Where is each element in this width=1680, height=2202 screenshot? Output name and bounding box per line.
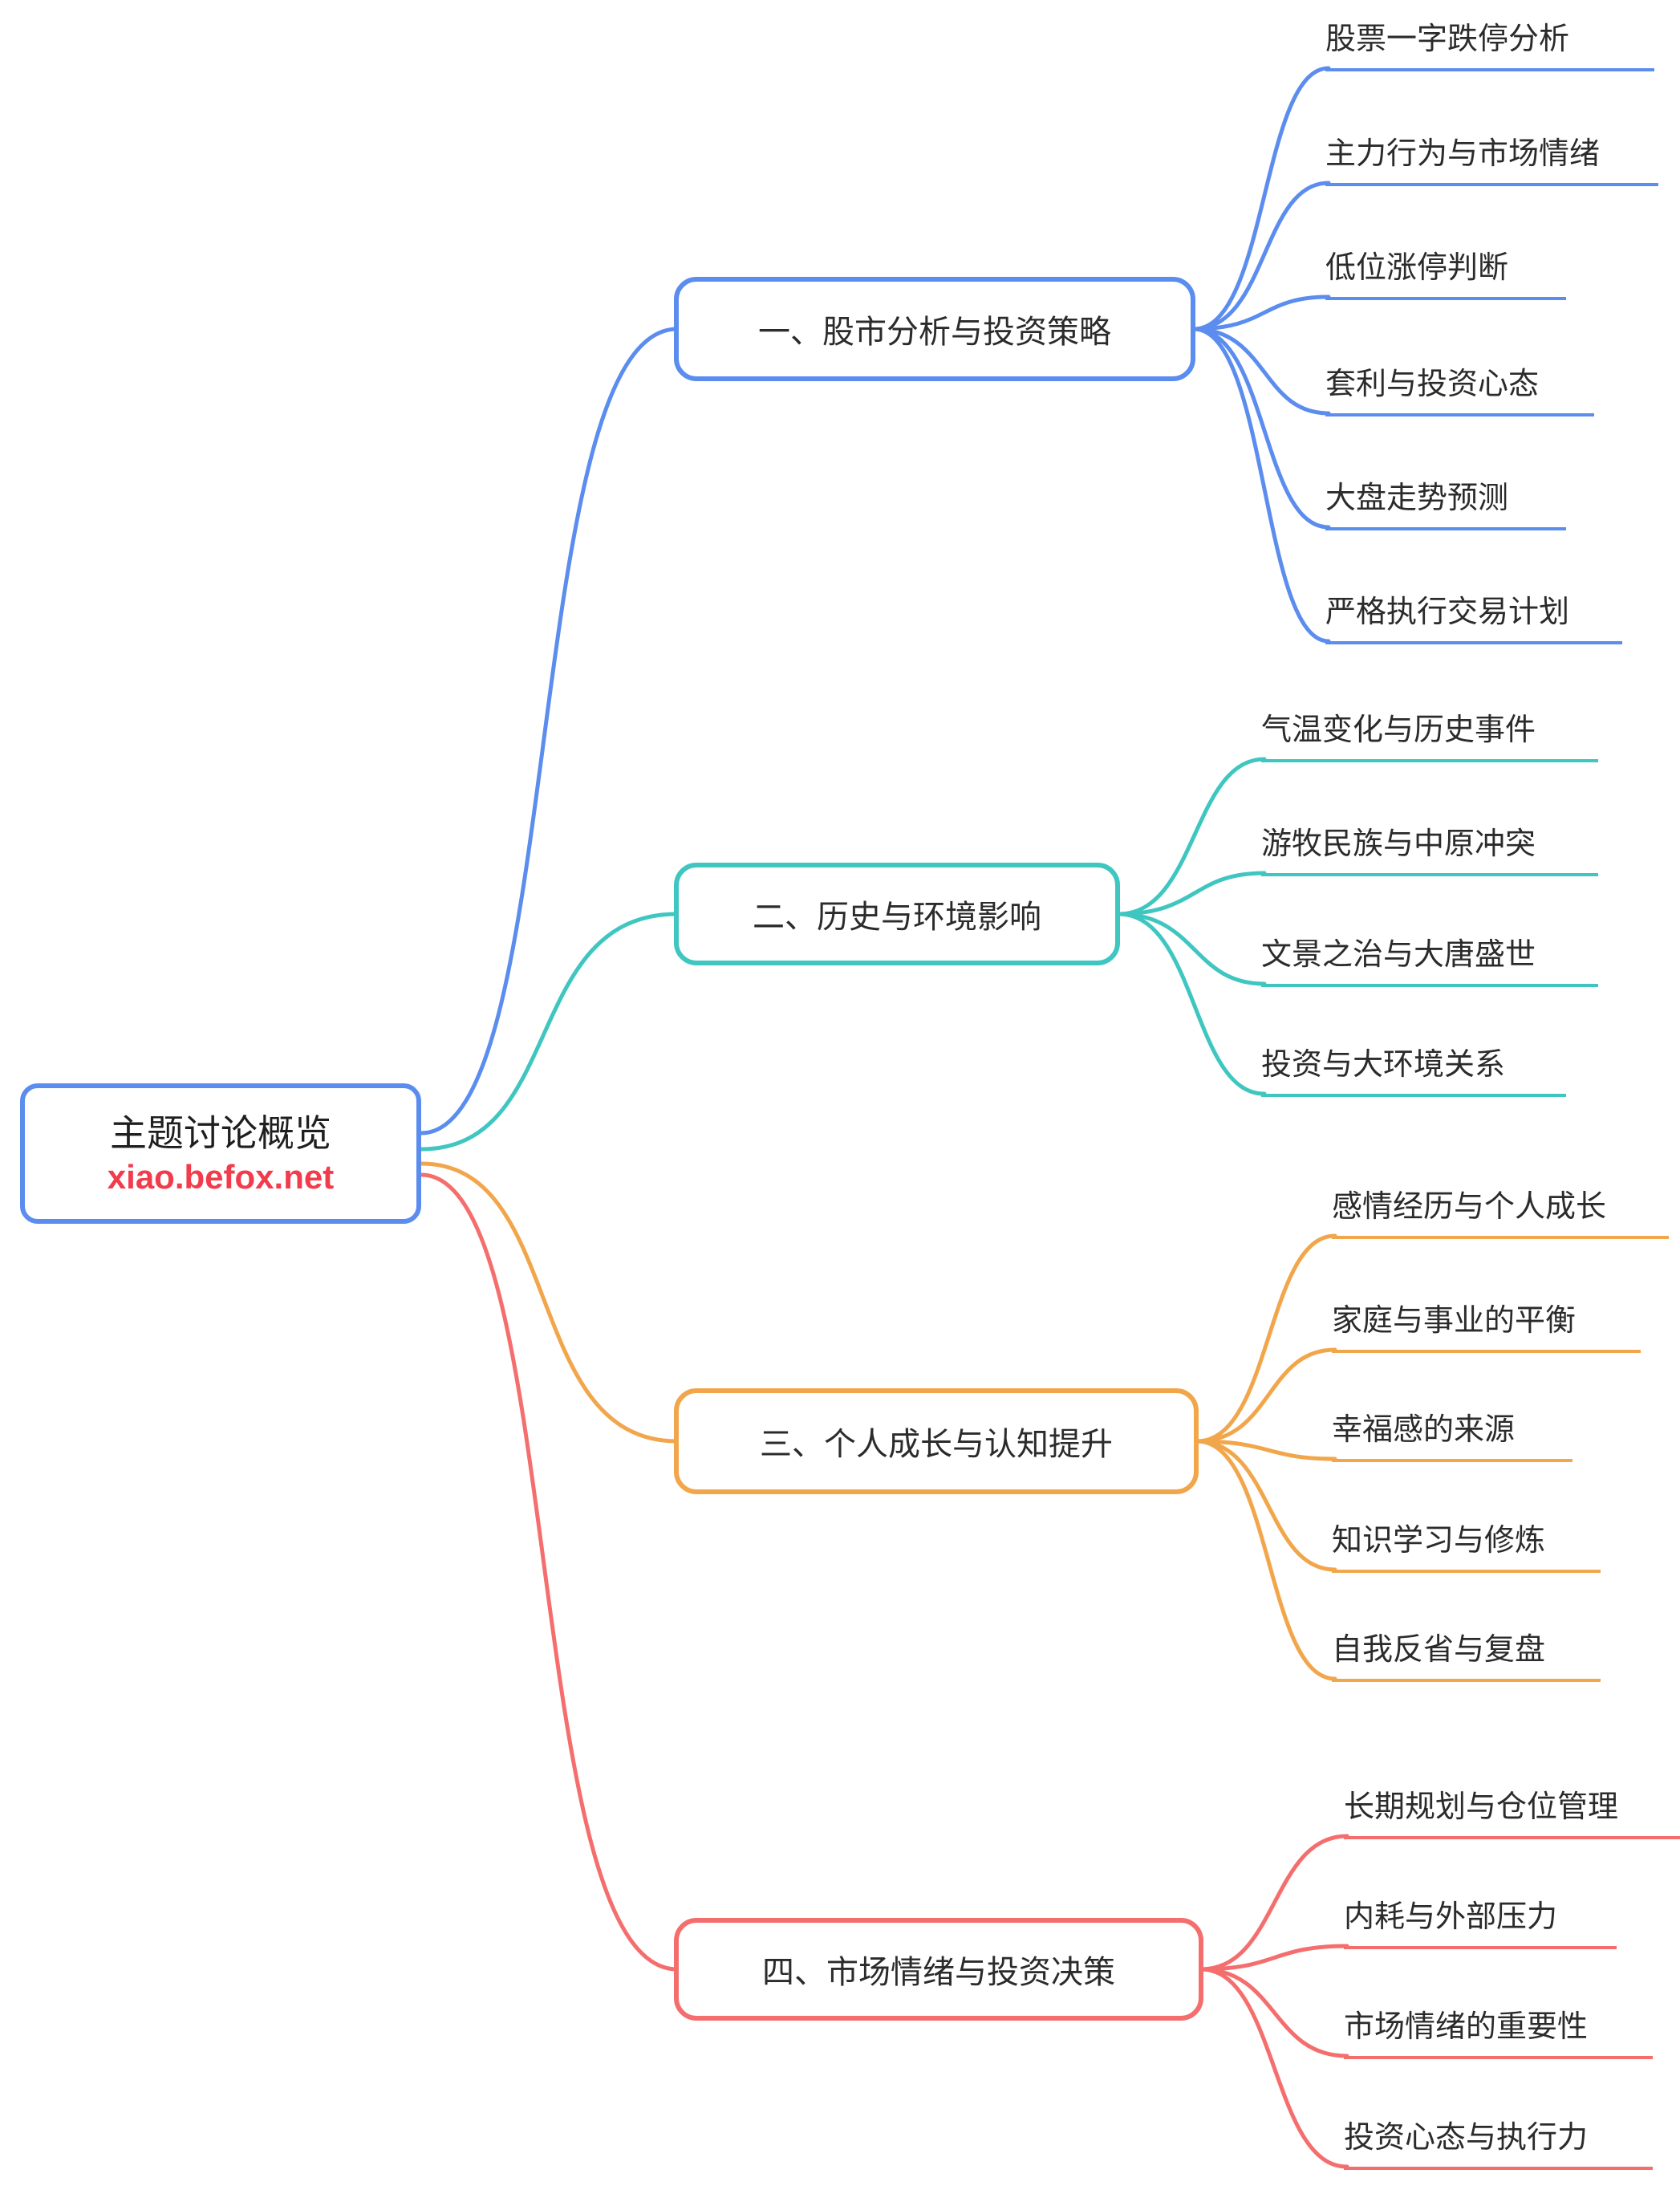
leaf-node[interactable]: 自我反省与复盘 <box>1332 1631 1601 1682</box>
connector-branch3-leaf5 <box>1195 1439 1337 1681</box>
leaf-node[interactable]: 游牧民族与中原冲突 <box>1261 825 1598 876</box>
connector-branch4-leaf4 <box>1199 1967 1349 2169</box>
branch-node-4[interactable]: 四、市场情绪与投资决策 <box>674 1918 1203 2021</box>
branch-node-3[interactable]: 三、个人成长与认知提升 <box>674 1388 1199 1494</box>
connector-branch1-leaf6 <box>1191 327 1331 644</box>
leaf-node[interactable]: 气温变化与历史事件 <box>1261 711 1598 762</box>
connector-branch1-leaf3 <box>1191 295 1331 331</box>
leaf-node[interactable]: 文景之治与大唐盛世 <box>1261 936 1598 987</box>
connector-branch1-leaf1 <box>1191 66 1331 331</box>
leaf-node[interactable]: 主力行为与市场情绪 <box>1325 135 1658 186</box>
connector-branch2-leaf4 <box>1116 912 1267 1096</box>
root-node[interactable]: 主题讨论概览 xiao.befox.net <box>20 1083 421 1224</box>
connector-branch3-leaf3 <box>1195 1439 1337 1461</box>
connector-branch4-leaf3 <box>1199 1967 1349 2058</box>
root-subtitle: xiao.befox.net <box>107 1157 335 1196</box>
connector-branch1-leaf2 <box>1191 181 1331 331</box>
branch-node-1[interactable]: 一、股市分析与投资策略 <box>674 277 1195 381</box>
connector-root-branch2 <box>419 912 680 1152</box>
connector-root-branch4 <box>419 1172 680 1972</box>
root-title: 主题讨论概览 <box>110 1111 331 1154</box>
connector-root-branch3 <box>419 1161 680 1444</box>
leaf-node[interactable]: 大盘走势预测 <box>1325 479 1566 530</box>
connector-branch1-leaf4 <box>1191 327 1331 416</box>
leaf-node[interactable]: 内耗与外部压力 <box>1344 1898 1617 1949</box>
leaf-node[interactable]: 幸福感的来源 <box>1332 1411 1572 1462</box>
leaf-node[interactable]: 长期规划与仓位管理 <box>1344 1788 1680 1839</box>
leaf-node[interactable]: 感情经历与个人成长 <box>1332 1188 1669 1239</box>
leaf-node[interactable]: 低位涨停判断 <box>1325 249 1566 300</box>
leaf-node[interactable]: 知识学习与修炼 <box>1332 1521 1601 1573</box>
leaf-node[interactable]: 投资与大环境关系 <box>1261 1046 1566 1097</box>
leaf-node[interactable]: 股票一字跌停分析 <box>1325 20 1654 71</box>
connector-branch1-leaf5 <box>1191 327 1331 530</box>
leaf-node[interactable]: 套利与投资心态 <box>1325 365 1594 416</box>
connector-branch4-leaf2 <box>1199 1944 1349 1972</box>
leaf-node[interactable]: 投资心态与执行力 <box>1344 2119 1653 2170</box>
connector-branch2-leaf2 <box>1116 871 1267 916</box>
leaf-node[interactable]: 严格执行交易计划 <box>1325 593 1622 644</box>
connector-branch3-leaf4 <box>1195 1439 1337 1572</box>
connector-branch2-leaf3 <box>1116 912 1267 986</box>
connector-branch3-leaf2 <box>1195 1347 1337 1444</box>
connector-branch3-leaf1 <box>1195 1233 1337 1444</box>
connector-branch4-leaf1 <box>1199 1834 1349 1972</box>
branch-node-2[interactable]: 二、历史与环境影响 <box>674 863 1120 965</box>
leaf-node[interactable]: 市场情绪的重要性 <box>1344 2008 1653 2059</box>
connector-branch2-leaf1 <box>1116 757 1267 916</box>
connector-root-branch1 <box>419 327 680 1136</box>
leaf-node[interactable]: 家庭与事业的平衡 <box>1332 1302 1641 1353</box>
